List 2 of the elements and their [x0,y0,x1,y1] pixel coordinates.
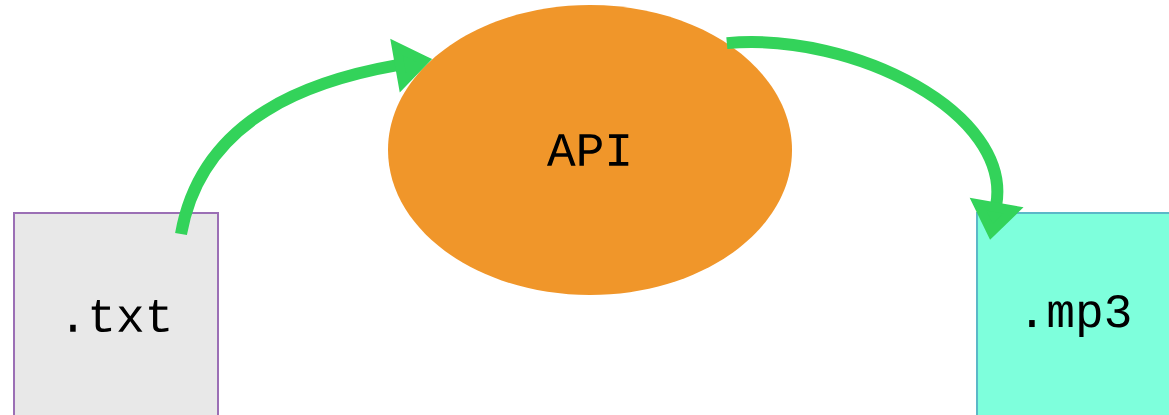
file-box: .txt [13,212,219,415]
file-box: .mp3 [976,212,1169,415]
